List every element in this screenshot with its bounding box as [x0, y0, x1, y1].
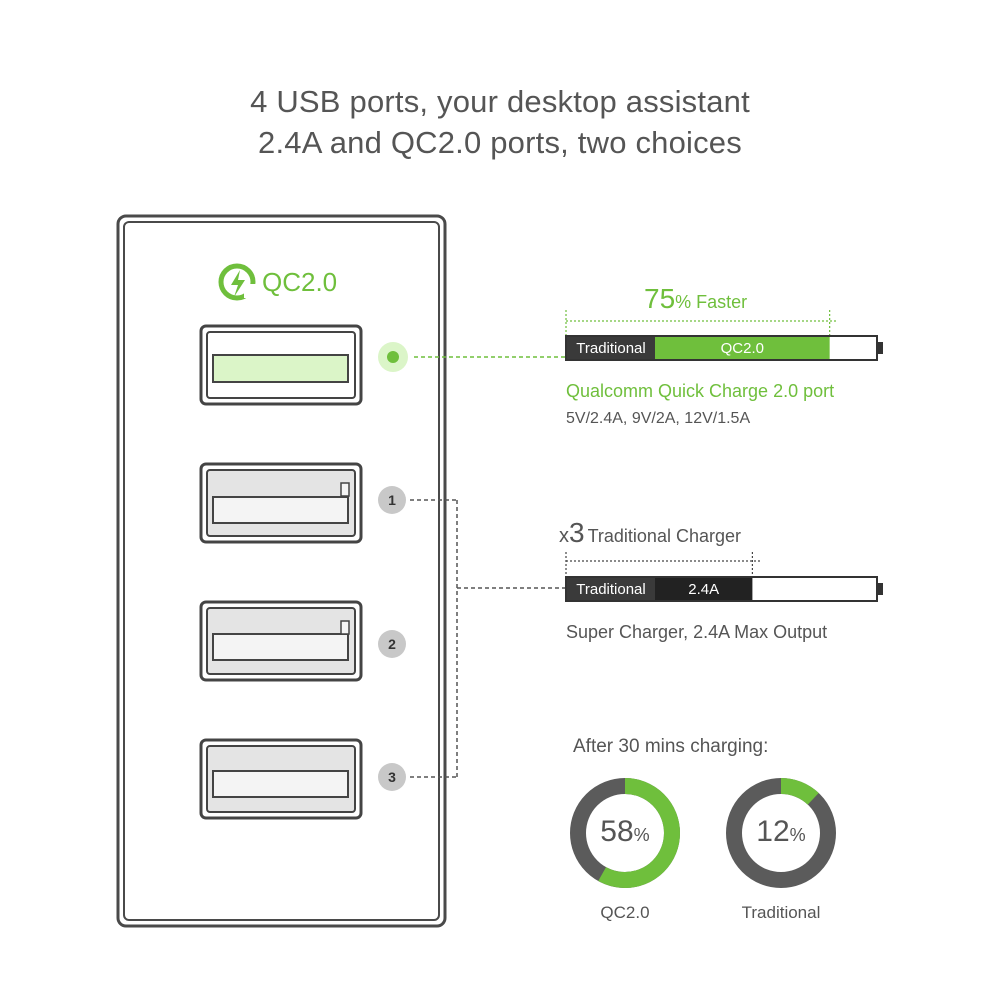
multiplier-range-indicator: [565, 552, 761, 576]
headline-line-1: 4 USB ports, your desktop assistant: [250, 84, 750, 119]
hub-body-outer: [116, 214, 447, 928]
faster-callout: 75% Faster: [644, 283, 747, 315]
qc-bar-traditional-segment: [567, 337, 655, 359]
usb-port-3: [199, 738, 363, 820]
qc-bar-cap: [877, 342, 883, 354]
hub-body-inner: [123, 221, 440, 921]
ring-value-qc-number: 58: [600, 815, 634, 848]
faster-range-indicator: [565, 310, 837, 335]
multiplier-label: Traditional Charger: [587, 526, 741, 546]
qc-port-spec: 5V/2.4A, 9V/2A, 12V/1.5A: [566, 410, 751, 427]
traditional-comparison-bar: Traditional 2.4A: [565, 576, 883, 602]
port-marker-2: 2: [378, 630, 406, 658]
traditional-progress-ring: [726, 778, 836, 888]
qc-bar-qc-label: QC2.0: [721, 340, 764, 357]
qc-logo-icon: [218, 263, 256, 301]
trad-bar-traditional-segment: [567, 578, 655, 600]
port-marker-3: 3: [378, 763, 406, 791]
trad-bar-value-label: 2.4A: [688, 581, 719, 598]
ring-label-qc: QC2.0: [600, 903, 650, 922]
svg-text:2: 2: [388, 636, 396, 652]
faster-unit: % Faster: [675, 292, 748, 312]
qc-bar-traditional-label: Traditional: [576, 340, 645, 357]
svg-text:1: 1: [388, 492, 396, 508]
ring-value-traditional: 12%: [741, 815, 821, 849]
qc-bar-qc-segment: [655, 337, 830, 359]
trad-bar-traditional-label: Traditional: [576, 581, 645, 598]
headline-line-2: 2.4A and QC2.0 ports, two choices: [258, 125, 742, 160]
usb-port-2: [199, 600, 363, 682]
ring-value-traditional-number: 12: [756, 815, 790, 848]
ring-value-qc-unit: %: [633, 825, 650, 845]
svg-text:3: 3: [388, 769, 396, 785]
ring-label-traditional: Traditional: [741, 903, 821, 922]
trad-bar-value-segment: [655, 578, 753, 600]
trad-bar-cap: [877, 583, 883, 595]
traditional-description: Super Charger, 2.4A Max Output: [566, 622, 828, 642]
ring-value-qc: 58%: [585, 815, 665, 849]
qc-comparison-bar: Traditional QC2.0: [565, 335, 883, 361]
usb-port-1: [199, 462, 363, 544]
multiplier-value: 3: [569, 517, 585, 548]
comparison-title: After 30 mins charging:: [573, 736, 769, 757]
qc-progress-ring: [570, 778, 680, 888]
multiplier-prefix: x: [559, 525, 569, 547]
faster-value: 75: [644, 283, 676, 314]
qc-port-title: Qualcomm Quick Charge 2.0 port: [566, 381, 835, 401]
qc-logo-text: QC2.0: [262, 267, 337, 297]
qc-indicator-dot: [387, 351, 399, 363]
usb-port-qc: [199, 324, 363, 406]
ring-value-traditional-unit: %: [789, 825, 806, 845]
port-marker-1: 1: [378, 486, 406, 514]
port-bracket-lines: [410, 499, 566, 778]
